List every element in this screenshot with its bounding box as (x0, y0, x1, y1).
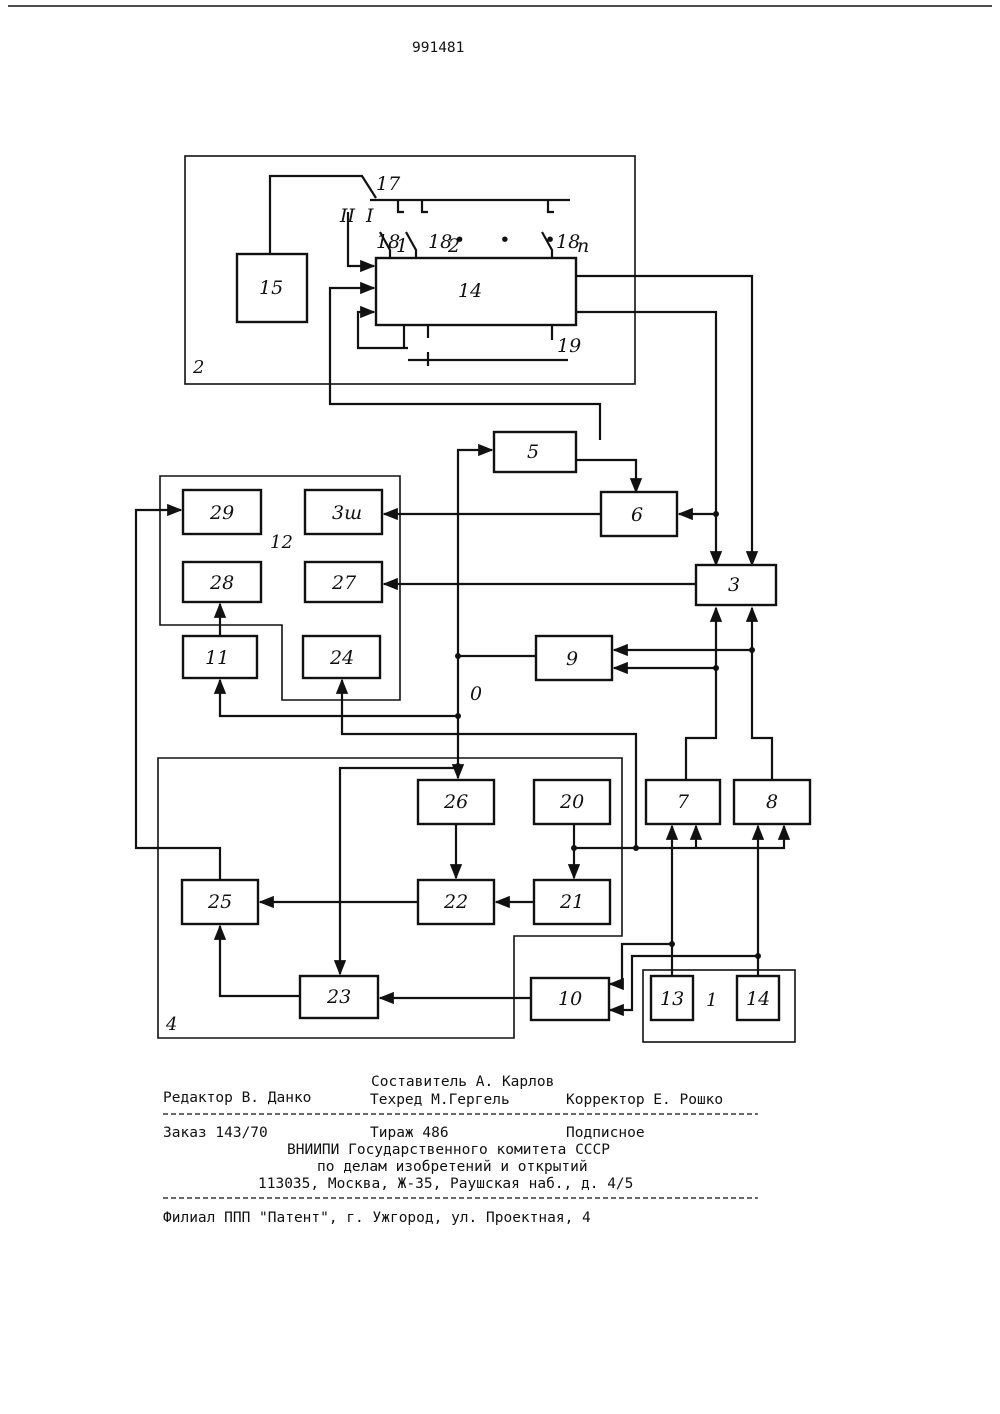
block-13-label: 13 (660, 988, 684, 1010)
switch-18-1-sub: 1 (396, 235, 408, 257)
block-15-label: 14 (458, 280, 482, 302)
wire-15-to-3a (576, 276, 752, 565)
block-30-label: 3ш (332, 502, 362, 524)
junction-26 (633, 845, 639, 851)
block-diagram: 2 12 4 1 15 14 17 I II 18 1 18 2 • • • (136, 156, 810, 1042)
block-25-label: 25 (207, 891, 232, 913)
block-27-label: 27 (331, 572, 357, 594)
wire-bus-to-8 (574, 826, 784, 848)
block-29-label: 29 (209, 502, 234, 524)
contact-b (422, 200, 428, 212)
org-line-1: ВНИИПИ Государственного комитета СССР (287, 1142, 610, 1158)
block-14-label: 14 (746, 988, 770, 1010)
junction-6 (713, 511, 719, 517)
wire-25-to-29 (136, 510, 220, 880)
wire-13-to-10 (610, 944, 672, 984)
block-28-label: 28 (209, 572, 234, 594)
techred-line: Техред М.Гергель (370, 1092, 510, 1108)
pos-I-label: I (365, 205, 374, 227)
wire-7-to-3 (686, 608, 716, 780)
group-12-label: 12 (270, 532, 293, 553)
editor-line: Редактор В. Данко (163, 1090, 311, 1106)
stray-mark: 0 (470, 683, 482, 705)
patent-number: 991481 (412, 40, 464, 56)
block-9-label: 9 (566, 648, 578, 670)
block-10-label: 10 (558, 988, 582, 1010)
wire-5-to-15 (330, 288, 600, 440)
block-11-label: 11 (205, 647, 229, 669)
order-line: Заказ 143/70 (163, 1125, 268, 1141)
group-1-label: 1 (706, 990, 717, 1011)
group-12-frame (160, 476, 400, 700)
wire-main-vertical (458, 450, 492, 778)
circulation-line: Тираж 486 (370, 1125, 449, 1141)
switch-19-label: 19 (557, 335, 581, 357)
block-6-label: 6 (631, 504, 643, 526)
wire-15-to-3b (576, 312, 716, 565)
address-line: 113035, Москва, Ж-35, Раушская наб., д. … (258, 1176, 633, 1192)
block-3-label: 3 (728, 574, 740, 596)
wire-main-to-23 (340, 768, 458, 974)
wire-8-to-3 (752, 608, 772, 780)
block-24-label: 26 (443, 791, 468, 813)
block-8-label: 8 (766, 791, 778, 813)
block-22-label: 22 (443, 891, 468, 913)
wire-5-to-6 (576, 460, 636, 492)
block-26-label: 24 (329, 647, 354, 669)
branch-line: Филиал ППП "Патент", г. Ужгород, ул. Про… (163, 1210, 591, 1226)
block-5-label: 5 (527, 441, 539, 463)
block-21-label: 21 (559, 891, 584, 913)
switch-17-label: 17 (376, 173, 401, 195)
contact-c (548, 200, 554, 212)
junction-13 (669, 941, 675, 947)
group-4-label: 4 (165, 1014, 177, 1035)
switch-18-n-sub: n (577, 235, 589, 257)
block-16-label: 15 (259, 277, 283, 299)
block-20-label: 20 (559, 791, 584, 813)
block-7-label: 7 (677, 791, 690, 813)
block-23-label: 23 (326, 986, 351, 1008)
wire-19-to-15 (358, 312, 408, 348)
wire-16-to-17 (270, 176, 376, 254)
org-line-2: по делам изобретений и открытий (317, 1159, 588, 1175)
compiler-line: Составитель А. Карлов (371, 1074, 554, 1090)
junction-14 (755, 953, 761, 959)
subscription-line: Подписное (566, 1125, 645, 1141)
wire-23-to-25 (220, 926, 300, 996)
contact-a (398, 200, 404, 212)
wire-to-26 (342, 680, 636, 848)
group-2-label: 2 (192, 357, 204, 378)
switch-dots: • • • (454, 229, 570, 251)
imprint: Составитель А. Карлов Редактор В. Данко … (163, 1074, 758, 1226)
corrector-line: Корректор Е. Рошко (566, 1092, 723, 1108)
wire-main-to-11 (220, 680, 458, 716)
